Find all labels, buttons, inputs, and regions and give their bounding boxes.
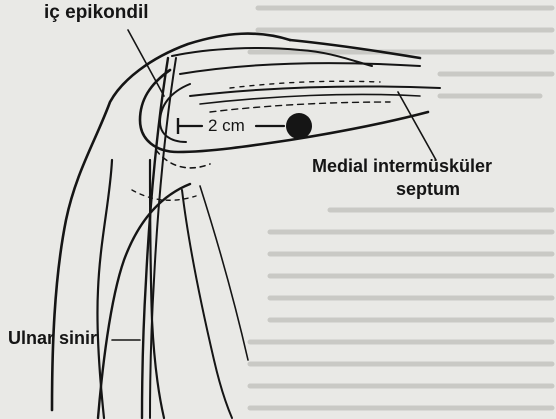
septum-strand-4 bbox=[210, 102, 390, 112]
humerus-outline bbox=[290, 40, 420, 58]
condyle-inner bbox=[160, 84, 190, 142]
epicondyle-outline bbox=[140, 70, 428, 152]
label-medial-epicondyle: iç epikondil bbox=[44, 3, 149, 22]
septum-leader-line bbox=[398, 92, 436, 160]
septum-strand-1 bbox=[180, 63, 420, 74]
label-septum-line2: septum bbox=[396, 180, 460, 198]
label-ulnar-nerve: Ulnar sinir bbox=[8, 329, 97, 347]
forearm-contour-3 bbox=[182, 190, 232, 418]
ulnar-nerve-sheath bbox=[150, 58, 176, 418]
label-septum-line1: Medial intermüsküler bbox=[312, 157, 492, 175]
epicondyle-leader-line bbox=[128, 30, 164, 96]
background-text-lines bbox=[250, 8, 552, 408]
label-distance: 2 cm bbox=[208, 117, 245, 134]
septum-point-marker bbox=[286, 113, 312, 139]
forearm-contour-1 bbox=[97, 160, 112, 418]
